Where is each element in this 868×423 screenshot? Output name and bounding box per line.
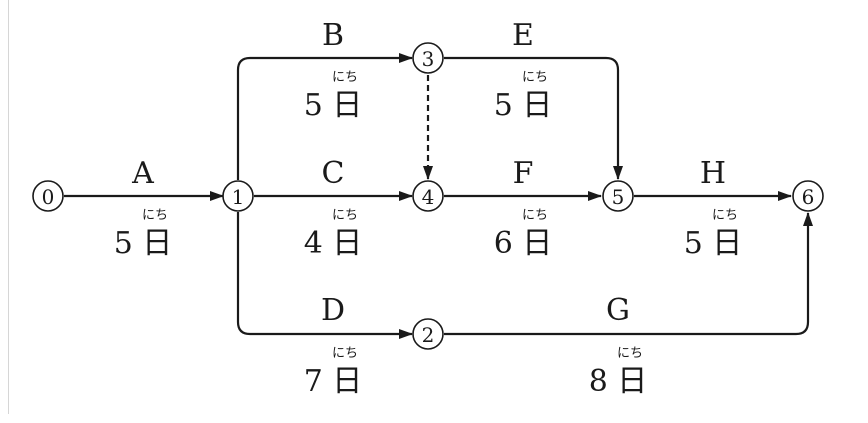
activity-a-name: A bbox=[131, 156, 154, 191]
frame-left-rule bbox=[8, 0, 9, 414]
activity-h-name: H bbox=[700, 156, 726, 191]
activity-c-name: C bbox=[322, 156, 345, 191]
activity-d-duration: 7 日 bbox=[304, 364, 363, 399]
activity-b-ruby: にち bbox=[332, 70, 358, 85]
activity-b-name: B bbox=[322, 18, 344, 53]
node-1-label: 1 bbox=[232, 185, 245, 209]
edge-e bbox=[444, 56, 623, 180]
node-3-label: 3 bbox=[422, 47, 435, 71]
activity-h-duration: 5 日 bbox=[684, 226, 743, 261]
node-2: 2 bbox=[412, 318, 444, 350]
activity-b-duration: 5 日 bbox=[304, 88, 363, 123]
activity-g-ruby: にち bbox=[617, 346, 643, 361]
activity-f-ruby: にち bbox=[522, 208, 548, 223]
activity-e-name: E bbox=[512, 18, 534, 53]
node-4-label: 4 bbox=[422, 185, 435, 209]
node-0-label: 0 bbox=[42, 185, 55, 209]
node-2-label: 2 bbox=[422, 323, 435, 347]
activity-g-name: G bbox=[606, 293, 630, 328]
activity-h-ruby: にち bbox=[712, 208, 738, 223]
activity-a-duration: 5 日 bbox=[114, 226, 173, 261]
edge-b bbox=[236, 53, 413, 180]
edge-g bbox=[444, 212, 813, 336]
activity-c-ruby: にち bbox=[332, 208, 358, 223]
node-6-label: 6 bbox=[802, 185, 815, 209]
node-0: 0 bbox=[32, 180, 64, 212]
edge-d bbox=[236, 212, 413, 339]
node-1: 1 bbox=[222, 180, 254, 212]
activity-e-ruby: にち bbox=[522, 70, 548, 85]
activity-c-duration: 4 日 bbox=[304, 226, 363, 261]
node-4: 4 bbox=[412, 180, 444, 212]
activity-e-duration: 5 日 bbox=[494, 88, 553, 123]
activity-g-duration: 8 日 bbox=[589, 364, 648, 399]
node-5-label: 5 bbox=[612, 185, 625, 209]
activity-f-name: F bbox=[513, 156, 534, 191]
activity-a-ruby: にち bbox=[142, 208, 168, 223]
node-6: 6 bbox=[792, 180, 824, 212]
activity-d-ruby: にち bbox=[332, 346, 358, 361]
activity-d-name: D bbox=[321, 293, 345, 328]
node-3: 3 bbox=[412, 42, 444, 74]
activity-f-duration: 6 日 bbox=[494, 226, 553, 261]
node-5: 5 bbox=[602, 180, 634, 212]
